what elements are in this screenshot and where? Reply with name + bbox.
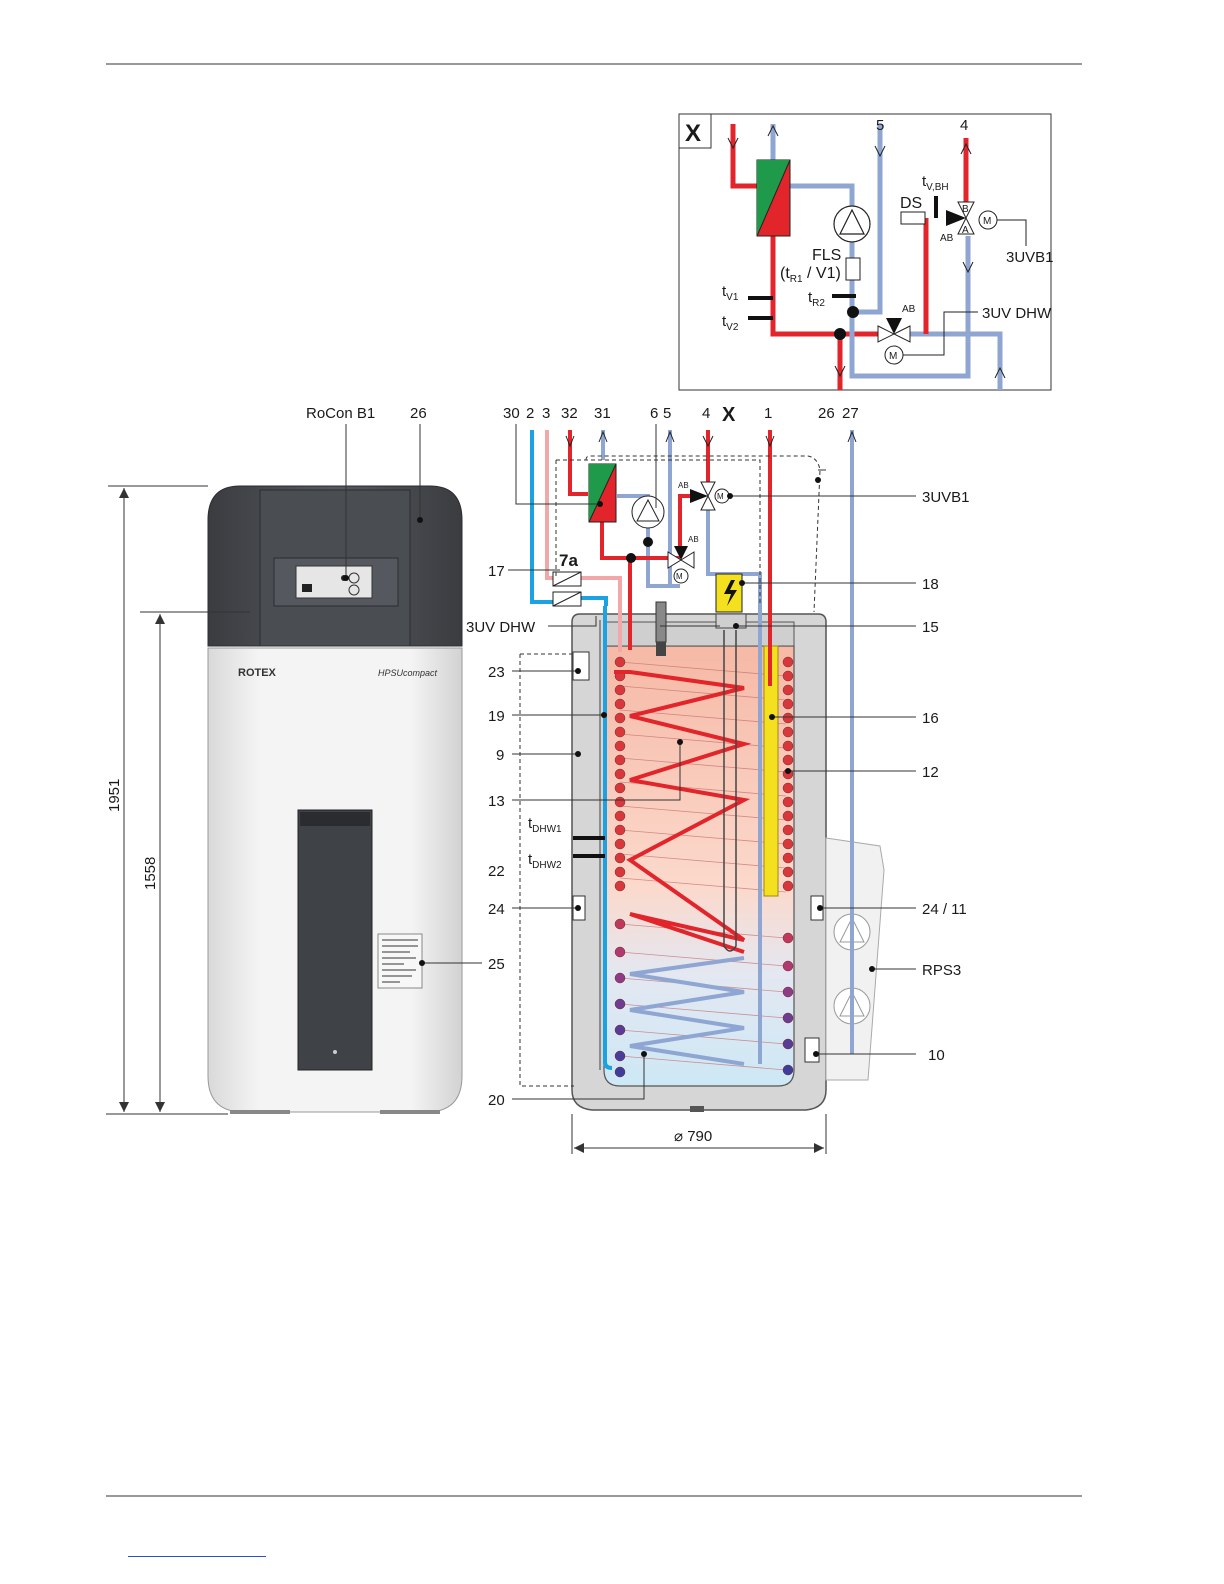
footer-link-underline[interactable] [128,1556,266,1557]
callout-22: 22 [488,863,505,880]
svg-text:AB: AB [940,233,954,244]
label-31: 31 [594,405,611,422]
svg-text:AB: AB [902,304,916,315]
diameter-label: ⌀ 790 [674,1128,712,1145]
label-5: 5 [663,405,671,422]
detail-3uvdhw-label: 3UV DHW [982,305,1052,322]
fitting-23 [573,652,589,680]
label-27: 27 [842,405,859,422]
label-6: 6 [650,405,658,422]
detail-ds: DS [900,195,922,212]
rps3-module [826,838,884,1080]
detail-num-5: 5 [876,117,884,134]
callout-18: 18 [922,576,939,593]
label-26-right: 26 [818,405,835,422]
detail-fls: FLS [812,247,841,264]
detail-x-panel: X [679,114,1054,390]
valve-stem [656,602,666,642]
model-logo: HPSUcompact [378,668,438,678]
svg-text:AB: AB [688,535,699,544]
label-rocon: RoCon B1 [306,405,375,422]
callout-3uvdhw: 3UV DHW [466,619,536,636]
callout-25: 25 [488,956,505,973]
svg-text:M: M [676,572,683,581]
callout-19: 19 [488,708,505,725]
detail-junction [847,306,859,318]
callout-rps3: RPS3 [922,962,961,979]
svg-text:M: M [717,492,724,501]
dim-height-lower: 1558 [142,857,159,890]
label-30: 30 [503,405,520,422]
callout-20: 20 [488,1092,505,1109]
svg-text:B: B [962,204,969,215]
svg-text:M: M [983,216,991,227]
label-3: 3 [542,405,550,422]
svg-text:M: M [889,351,897,362]
brand-logo: ROTEX [238,667,277,679]
rocon-controller [296,566,372,598]
detail-ds-sensor [901,212,925,224]
cutaway-heat-exchanger [589,464,616,522]
label-32: 32 [561,405,578,422]
callout-tdhw1: tDHW1 [528,815,562,835]
cutaway-valve-3uvdhw: M AB [668,535,699,583]
detail-heat-exchanger [757,160,790,236]
detail-pump [834,206,870,242]
electric-box-18 [716,574,742,612]
callout-24: 24 [488,901,505,918]
callout-10: 10 [928,1047,945,1064]
detail-num-4: 4 [960,117,968,134]
diameter-dimension: ⌀ 790 [572,1114,826,1154]
label-x: X [722,404,736,426]
exterior-unit: ROTEX HPSUcompact [208,486,462,1114]
fitting-10 [805,1038,819,1062]
cutaway-pump [632,496,664,528]
callout-17: 17 [488,563,505,580]
callout-3uvb1: 3UVB1 [922,489,970,506]
nameplate [378,934,422,988]
dim-height-total: 1951 [106,779,123,812]
svg-text:A: A [962,225,969,236]
detail-label: X [685,120,701,147]
label-4: 4 [702,405,710,422]
detail-junction [834,328,846,340]
label-1: 1 [764,405,772,422]
callout-12: 12 [922,764,939,781]
front-service-panel [298,810,372,1070]
mixer-7a [553,572,581,606]
callout-7a: 7a [559,551,578,570]
detail-fls-sensor [846,258,860,280]
callout-24-11: 24 / 11 [922,901,967,918]
callout-15: 15 [922,619,939,636]
detail-3uvb1-label: 3UVB1 [1006,249,1054,266]
label-2: 2 [526,405,534,422]
callout-16: 16 [922,710,939,727]
callout-9: 9 [496,747,504,764]
label-26-left: 26 [410,405,427,422]
callout-23: 23 [488,664,505,681]
svg-text:AB: AB [678,481,689,490]
callout-13: 13 [488,793,505,810]
callout-tdhw2: tDHW2 [528,851,562,871]
